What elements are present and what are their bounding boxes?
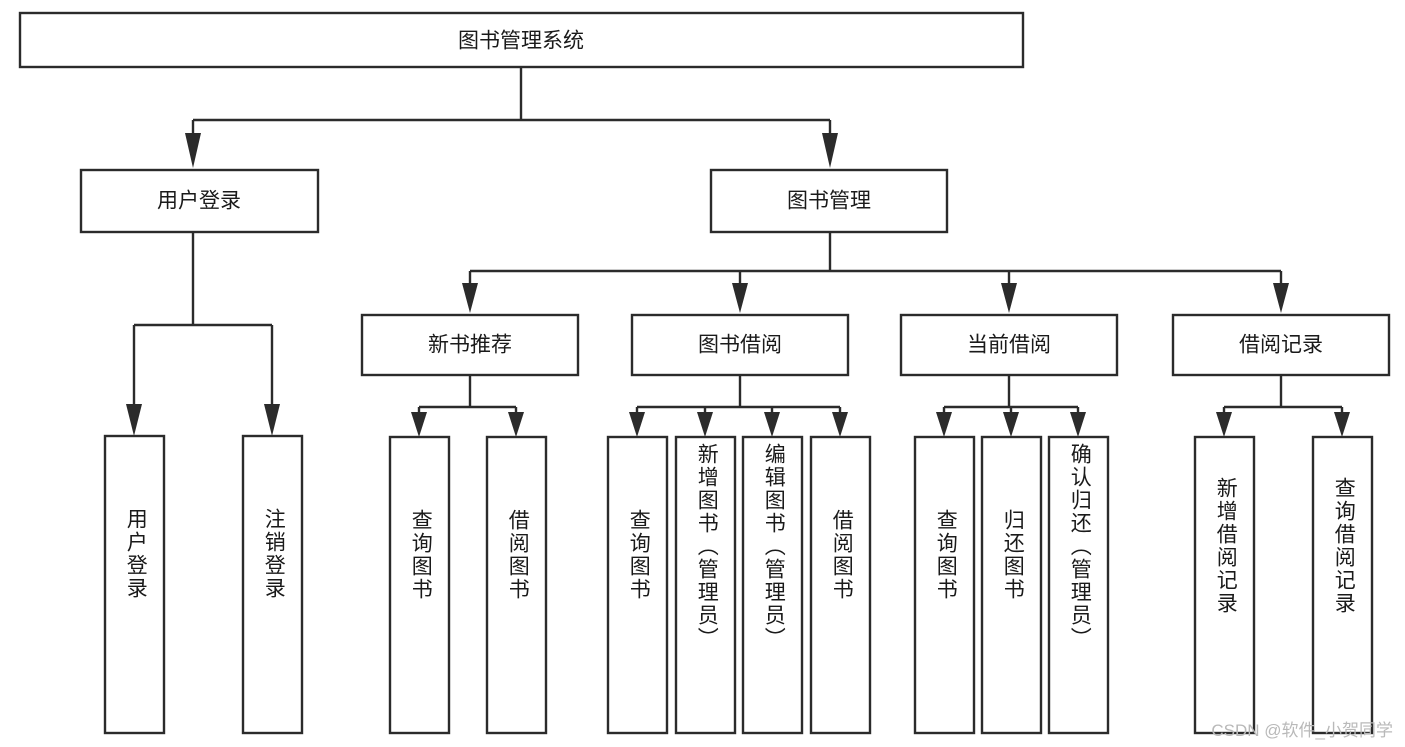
node-borrow-record[interactable] — [1171, 313, 1391, 377]
arrowhead-leaf-newbook-2 — [508, 412, 524, 437]
node-book-borrow[interactable] — [630, 313, 850, 377]
arrowhead-leaf-bookborrow-2 — [697, 412, 713, 437]
leaf-bookborrow-query-book[interactable] — [606, 435, 669, 735]
leaf-bookborrow-add-book[interactable] — [674, 435, 737, 735]
node-book-management[interactable] — [709, 168, 949, 234]
node-root-label: 图书管理系统 — [458, 30, 584, 53]
arrowhead-leaf-borrowrecord-1 — [1216, 412, 1232, 437]
arrowhead-leaf-bookborrow-1 — [629, 412, 645, 437]
arrowhead-borrow-record — [1273, 283, 1289, 313]
arrowhead-user-login — [185, 133, 201, 168]
leaf-borrowrecord-add-record[interactable] — [1193, 435, 1256, 735]
node-current-borrow[interactable] — [899, 313, 1119, 377]
arrowhead-new-book-recommend — [462, 283, 478, 313]
leaf-currentborrow-query-book[interactable] — [913, 435, 976, 735]
leaf-newbook-query-book[interactable] — [388, 435, 451, 735]
leaf-user-login-logout[interactable] — [241, 434, 304, 735]
arrowhead-leaf-currentborrow-1 — [936, 412, 952, 437]
arrowhead-leaf-currentborrow-3 — [1070, 412, 1086, 437]
node-borrow-record-label: 借阅记录 — [1239, 334, 1323, 357]
arrowhead-current-borrow — [1001, 283, 1017, 313]
node-book-management-label: 图书管理 — [787, 190, 871, 213]
node-new-book-recommend-label: 新书推荐 — [428, 334, 512, 357]
arrowhead-leaf-bookborrow-3 — [764, 412, 780, 437]
leaf-bookborrow-borrow-book[interactable] — [809, 435, 872, 735]
node-book-borrow-label: 图书借阅 — [698, 334, 782, 357]
node-root-book-management-system[interactable] — [18, 11, 1025, 69]
node-current-borrow-label: 当前借阅 — [967, 334, 1051, 357]
node-user-login[interactable] — [79, 168, 320, 234]
arrowhead-book-mgmt — [822, 133, 838, 168]
leaf-currentborrow-confirm-return[interactable] — [1047, 435, 1110, 735]
leaf-currentborrow-return-book[interactable] — [980, 435, 1043, 735]
csdn-watermark: CSDN @软件_小贺同学 — [1211, 721, 1393, 740]
connector-layer — [126, 67, 1350, 437]
node-new-book-recommend[interactable] — [360, 313, 580, 377]
leaf-user-login-login[interactable] — [103, 434, 166, 735]
arrowhead-leaf-borrowrecord-2 — [1334, 412, 1350, 437]
leaf-borrowrecord-query-record[interactable] — [1311, 435, 1374, 735]
leaf-bookborrow-edit-book[interactable] — [741, 435, 804, 735]
node-layer: 图书管理系统 用户登录 图书管理 新书推荐 图书借阅 当前借阅 借阅记录 — [18, 11, 1391, 735]
node-user-login-label: 用户登录 — [157, 190, 241, 213]
arrowhead-leaf-bookborrow-4 — [832, 412, 848, 437]
arrowhead-leaf-newbook-1 — [411, 412, 427, 437]
arrowhead-leaf-currentborrow-2 — [1003, 412, 1019, 437]
arrowhead-leaf-user-login-1 — [126, 404, 142, 436]
arrowhead-leaf-user-login-2 — [264, 404, 280, 436]
leaf-newbook-borrow-book[interactable] — [485, 435, 548, 735]
arrowhead-book-borrow — [732, 283, 748, 313]
